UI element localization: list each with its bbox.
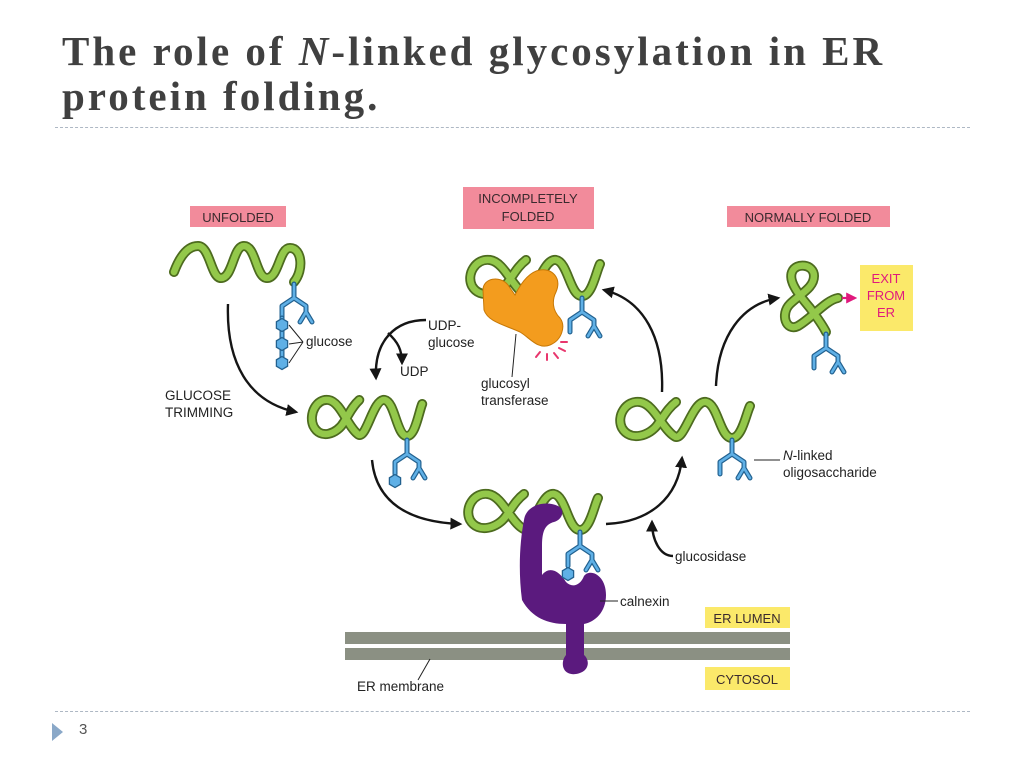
glucose-trimming-label-line1: GLUCOSE <box>165 388 231 403</box>
stage-label-unfolded: UNFOLDED <box>190 206 286 227</box>
slide-title: The role of N-linked glycosylation in ER… <box>62 29 885 119</box>
slide-page-number: 3 <box>79 721 88 738</box>
glucosyl-transferase-label-line1: glucosyl <box>481 376 530 391</box>
udp-glucose-label-line1: UDP- <box>428 318 461 333</box>
deglucosylated-protein <box>620 402 750 478</box>
glucose-hexagon <box>275 336 289 352</box>
exit-label-line2: FROM <box>867 288 905 303</box>
stage-label-bg <box>463 187 594 229</box>
glucose-pointer <box>288 324 304 364</box>
unfolded-protein <box>174 246 312 371</box>
udp-glucose-label-line2: glucose <box>428 335 475 350</box>
calnexin-chaperone <box>519 503 606 675</box>
compartment-label-bg <box>705 667 790 690</box>
pathway-arrows <box>226 286 781 558</box>
stage-label-bg <box>190 206 286 227</box>
er-membrane-label: ER membrane <box>357 679 444 694</box>
n-linked-italic-n: N <box>783 448 793 463</box>
oligosaccharide-tree <box>814 334 844 372</box>
glucose-hexagon <box>561 566 575 582</box>
glucosyl-transferase-enzyme <box>482 269 564 347</box>
title-text-rest: -linked glycosylation in ER <box>331 28 886 74</box>
stage-label-text: UNFOLDED <box>202 210 274 225</box>
n-linked-label-line2: oligosaccharide <box>783 465 877 480</box>
glucose-trimming-label-line2: TRIMMING <box>165 405 233 420</box>
monoglucosylated-protein <box>312 400 425 489</box>
footer-divider <box>55 711 970 712</box>
glucosidase-label: glucosidase <box>675 549 746 564</box>
glucose-hexagon <box>275 317 289 333</box>
oligosaccharide-tree <box>282 284 312 322</box>
triangle-bullet-icon <box>52 723 63 741</box>
compartment-label-text: CYTOSOL <box>716 672 778 687</box>
normally-folded-protein <box>785 266 844 372</box>
arrow-to-incompletely-folded <box>601 286 664 393</box>
oligosaccharide-tree <box>720 440 750 478</box>
arrow-glucosidase <box>646 519 674 558</box>
label-pointers <box>288 324 780 681</box>
oligosaccharide-tree <box>570 298 600 336</box>
arrow-to-normally-folded <box>714 293 781 387</box>
stage-label-text-line2: FOLDED <box>502 209 555 224</box>
glucosyl-transferase-label-line2: transferase <box>481 393 549 408</box>
stage-label-text-line1: INCOMPLETELY <box>478 191 578 206</box>
compartment-label-text: ER LUMEN <box>713 611 780 626</box>
stage-label-incompletely-folded: INCOMPLETELY FOLDED <box>463 187 594 229</box>
glucose-hexagon <box>275 355 289 371</box>
compartment-label-bg <box>705 607 790 628</box>
er-membrane-pointer <box>417 658 431 681</box>
udp-label: UDP <box>400 364 429 379</box>
oligosaccharide-tree <box>395 440 425 478</box>
arrow-glucose-trimming <box>226 303 299 416</box>
title-text-line2: protein folding. <box>62 73 381 119</box>
exit-label-line3: ER <box>877 305 895 320</box>
oligosaccharide-tree <box>568 532 598 570</box>
stage-label-normally-folded: NORMALLY FOLDED <box>727 206 890 227</box>
er-lumen-label: ER LUMEN <box>705 607 790 628</box>
arrow-udp <box>387 332 408 366</box>
calnexin-label: calnexin <box>620 594 670 609</box>
activity-burst-icon <box>535 341 568 361</box>
glucosyl-transferase-pointer <box>511 333 517 378</box>
glucose-hexagon <box>388 473 402 489</box>
calnexin-bound-protein <box>468 494 606 675</box>
title-italic-n: N <box>298 28 332 74</box>
n-linked-label-line1: N-linked <box>783 448 833 463</box>
arrow-to-glucosidase <box>605 455 688 526</box>
n-linked-rest: -linked <box>793 448 833 463</box>
exit-from-er-label: EXIT FROM ER <box>860 265 913 331</box>
stage-label-bg <box>727 206 890 227</box>
title-text-start: The role of <box>62 28 299 74</box>
exit-label-bg <box>860 265 913 331</box>
glucose-label: glucose <box>306 334 353 349</box>
exit-label-line1: EXIT <box>872 271 901 286</box>
stage-label-text: NORMALLY FOLDED <box>745 210 872 225</box>
title-divider <box>55 127 970 128</box>
arrow-to-calnexin <box>370 459 463 530</box>
cytosol-label: CYTOSOL <box>705 667 790 690</box>
